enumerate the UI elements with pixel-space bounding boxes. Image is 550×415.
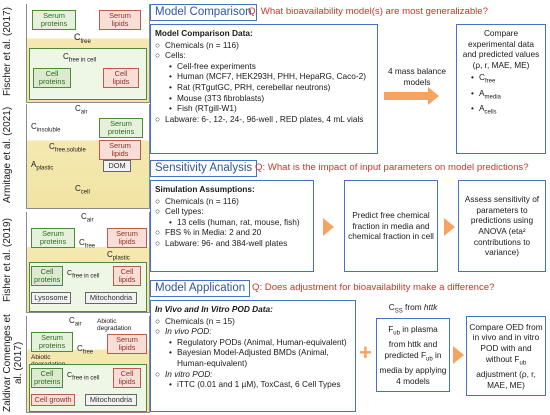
cair-label: Cair	[69, 316, 82, 328]
panel-comparison-result: Compare experimental data and predicted …	[456, 24, 546, 154]
panel-pod-data: In Vivo and In Vitro POD Data: Chemicals…	[150, 300, 356, 412]
ccell-label: Ccell	[75, 184, 90, 196]
cfree-soluble-label: Cfree,soluble	[49, 142, 86, 154]
serum-proteins-box: Serum proteins	[32, 10, 76, 30]
invitro-sub-item: iTTC (0.01 and 1 µM), ToxCast, 6 Cell Ty…	[169, 379, 351, 390]
cell-sub-item: Cell-free experiments	[169, 61, 373, 72]
question-sensitivity: Q: What is the impact of input parameter…	[255, 162, 529, 173]
arrow-icon	[453, 346, 464, 364]
section-title-application: Model Application	[150, 280, 251, 297]
cell-growth-box: Cell growth	[31, 394, 75, 406]
cell-proteins-box: Cell proteins	[33, 68, 71, 88]
cell-sub-item: Mouse (3T3 fibroblasts)	[169, 93, 373, 104]
compare-oed-text: Compare OED from in vivo and in vitro PO…	[469, 321, 543, 390]
serum-proteins-box: Serum proteins	[31, 228, 75, 248]
cell-sub-item: Human (MCF7, HEK293H, PHH, HepaRG, Caco-…	[169, 71, 373, 82]
panel-heading: Model Comparison Data:	[155, 28, 253, 38]
cfree-label: Cfree	[74, 32, 91, 45]
abiotic-degradation-label: Abiotic degradation	[97, 318, 132, 332]
result-bullet-acells: Acells	[471, 103, 541, 118]
cfree-in-cell-label: Cfree in cell	[63, 52, 97, 64]
serum-proteins-box: Serum proteins	[99, 118, 143, 138]
plus-icon: +	[359, 340, 372, 365]
arrow-bar	[384, 92, 428, 100]
item-chemicals: Chemicals (n = 116)	[155, 196, 309, 207]
cfree-in-cell-label: Cfree in cell	[67, 372, 100, 382]
predict-fraction-text: Predict free chemical fraction in media …	[348, 210, 434, 242]
cplastic-label: Cplastic	[107, 250, 130, 262]
author-label-fisher: Fisher et al. (2019)	[2, 218, 13, 302]
cell-proteins-box: Cell proteins	[31, 368, 63, 388]
compare-oed-box: Compare OED from in vivo and in vitro PO…	[466, 316, 546, 396]
section-title-comparison: Model Comparison	[150, 4, 257, 21]
panel-heading: Simulation Assumptions:	[155, 184, 255, 194]
cell-lipids-box: Cell lipids	[103, 68, 139, 88]
mitochondria-box: Mitochondria	[85, 292, 137, 304]
cfree-label: Cfree	[77, 344, 94, 356]
item-labware: Labware: 6-, 12-, 24-, 96-well , RED pla…	[155, 114, 373, 125]
cell-lipids-box: Cell lipids	[113, 266, 141, 286]
model-diagram-fischer: Serum proteins Serum lipids Cfree Cfree …	[26, 4, 150, 103]
serum-lipids-box: Serum lipids	[107, 228, 147, 248]
fub-box: Fub in plasma from httk and predicted Fu…	[376, 318, 450, 392]
dom-box: DOM	[103, 160, 131, 172]
item-invivo: In vivo POD:	[155, 326, 351, 337]
author-label-armitage: Armitage et al. (2021)	[2, 106, 13, 204]
panel-comparison-data: Model Comparison Data: Chemicals (n = 11…	[150, 24, 378, 154]
model-diagram-armitage: Cair Cinsoluble Serum proteins Cfree,sol…	[26, 104, 150, 209]
assess-sensitivity-text: Assess sensitivity of parameters to pred…	[464, 194, 540, 258]
panel-simulation-assumptions: Simulation Assumptions: Chemicals (n = 1…	[150, 180, 314, 272]
mass-balance-models-text: 4 mass balance models	[387, 66, 447, 87]
invivo-sub-item: Regulatory PODs (Animal, Human-equivalen…	[169, 337, 351, 348]
cair-label: Cair	[75, 104, 88, 116]
serum-lipids-box: Serum lipids	[99, 10, 141, 30]
panel-heading: In Vivo and In Vitro POD Data:	[155, 304, 273, 314]
predict-fraction-box: Predict free chemical fraction in media …	[344, 180, 438, 272]
cinsoluble-label: Cinsoluble	[31, 122, 61, 134]
arrow-icon	[323, 218, 334, 236]
author-label-zaldivar: Zaldivar Comenges et al. (2017)	[2, 314, 24, 412]
cell-sub-item: 13 cells (human, rat, mouse, fish)	[169, 217, 309, 228]
cell-sub-item: Rat (RTgutGC, PRH, cerebellar neutrons)	[169, 82, 373, 93]
item-invitro: In vitro POD:	[155, 369, 351, 380]
item-chemicals: Chemicals (n = 15)	[155, 316, 351, 327]
section-title-sensitivity: Sensitivity Analysis	[150, 160, 258, 177]
model-diagram-zaldivar: Cair Abiotic degradation Serum proteins …	[26, 316, 150, 413]
invivo-sub-item: Bayesian Model-Adjusted BMDs (Animal, Hu…	[169, 347, 351, 368]
item-labware: Labware: 96- and 384-well plates	[155, 238, 309, 249]
metrics-text: (ρ, r, MAE, ME)	[472, 59, 530, 70]
serum-lipids-box: Serum lipids	[99, 140, 141, 160]
serum-lipids-box: Serum lipids	[107, 334, 147, 354]
cfree-label: Cfree	[79, 238, 96, 250]
item-fbs: FBS % in Media: 2 and 20	[155, 227, 309, 238]
model-diagram-fisher: Cair Serum proteins Serum lipids Cfree C…	[26, 212, 150, 313]
result-bullet-cfree: Cfree	[471, 72, 541, 87]
item-chemicals: Chemicals (n = 116)	[155, 40, 373, 51]
result-bullet-amedia: Amedia	[471, 88, 541, 103]
css-httk-text: CSS from httk	[388, 302, 438, 315]
compare-text: Compare experimental data and predicted …	[462, 28, 540, 60]
item-cell-types: Cell types:	[155, 206, 309, 217]
author-label-fischer: Fischer et al. (2017)	[2, 7, 13, 97]
aplastic-label: Aplastic	[31, 160, 54, 172]
mitochondria-box: Mitochondria	[85, 394, 137, 406]
item-cells: Cells:	[155, 50, 373, 61]
arrow-icon	[444, 218, 455, 236]
cfree-in-cell-label: Cfree in cell	[67, 270, 100, 280]
cell-sub-item: Fish (RTgill-W1)	[169, 103, 373, 114]
fub-text: Fub in plasma from httk and predicted Fu…	[379, 323, 447, 386]
serum-proteins-box: Serum proteins	[31, 332, 73, 352]
question-application: Q: Does adjustment for bioavailability m…	[252, 282, 495, 293]
assess-sensitivity-box: Assess sensitivity of parameters to pred…	[458, 180, 546, 272]
cell-lipids-box: Cell lipids	[113, 368, 141, 388]
lysosome-box: Lysosome	[31, 292, 71, 304]
cell-proteins-box: Cell proteins	[31, 266, 63, 286]
cair-label: Cair	[81, 212, 94, 224]
question-comparison: Q: What bioavailability model(s) are mos…	[248, 6, 488, 17]
arrow-icon	[428, 87, 439, 105]
